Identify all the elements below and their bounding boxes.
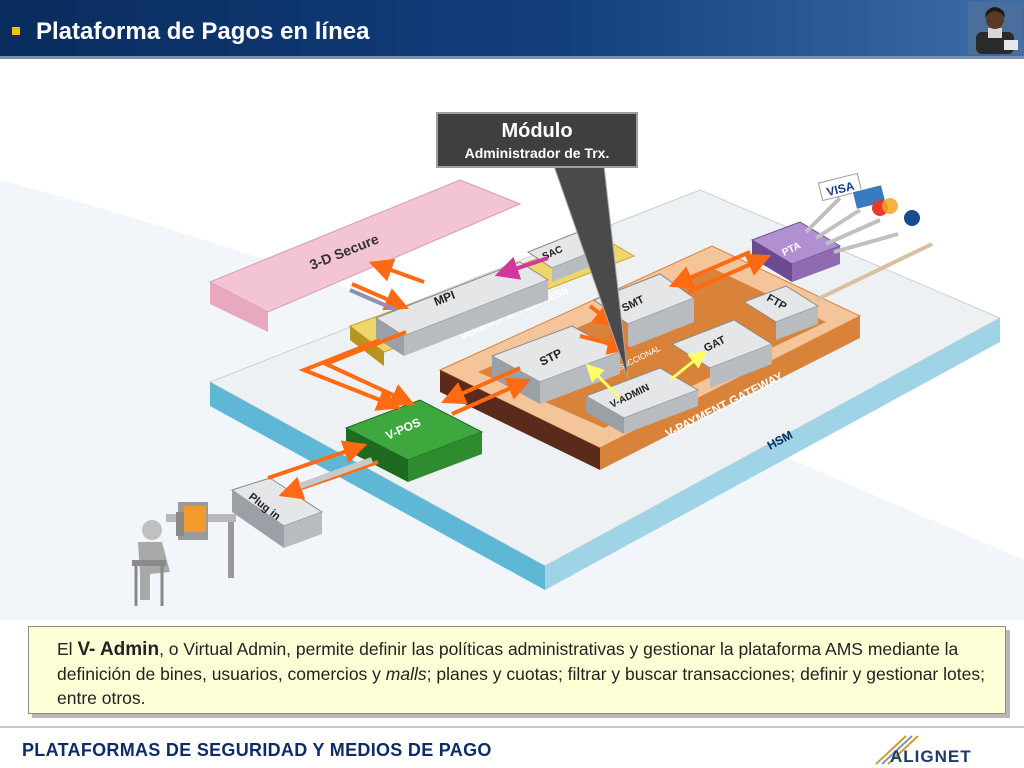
connector-line	[815, 242, 933, 302]
secure-link	[349, 288, 397, 312]
info-text-3: ; planes y cuotas; filtrar y buscar tran…	[57, 664, 985, 708]
logo-text: ALIGNET	[890, 747, 972, 766]
slide-title: Plataforma de Pagos en línea	[36, 18, 370, 45]
presenter-avatar-icon	[968, 2, 1022, 54]
info-bold: V- Admin	[77, 639, 160, 660]
alignet-logo: ALIGNET	[875, 735, 972, 766]
card-logos-icon: VISA	[817, 172, 920, 226]
secure-bar	[208, 179, 522, 313]
header-bar	[0, 0, 1024, 56]
flow-arrows	[267, 250, 771, 500]
callout-title: Módulo	[501, 120, 573, 142]
footer-divider	[0, 726, 1024, 728]
info-text-1: El	[57, 639, 78, 659]
plugin-link	[298, 457, 374, 489]
pta-lines	[804, 196, 899, 254]
info-text-2: , o Virtual Admin, permite definir las p…	[57, 639, 959, 684]
info-italic: malls	[385, 664, 427, 684]
info-box: El V- Admin, o Virtual Admin, permite de…	[28, 626, 1006, 714]
platform-diagram: HSM V-PAYMENT GATEWAY VERIFIKA MPI EXPRE…	[0, 165, 1024, 620]
title-bullet	[12, 27, 20, 35]
visa-label: VISA	[825, 179, 856, 199]
vadmin-arrows	[585, 350, 708, 400]
header-divider	[0, 56, 1024, 59]
callout-subtitle: Administrador de Trx.	[464, 145, 610, 161]
callout-box: Módulo Administrador de Trx.	[436, 112, 638, 168]
user-computer-icon	[132, 502, 236, 606]
sac-arrow	[494, 256, 549, 280]
footer-text: PLATAFORMAS DE SEGURIDAD Y MEDIOS DE PAG…	[22, 740, 492, 760]
